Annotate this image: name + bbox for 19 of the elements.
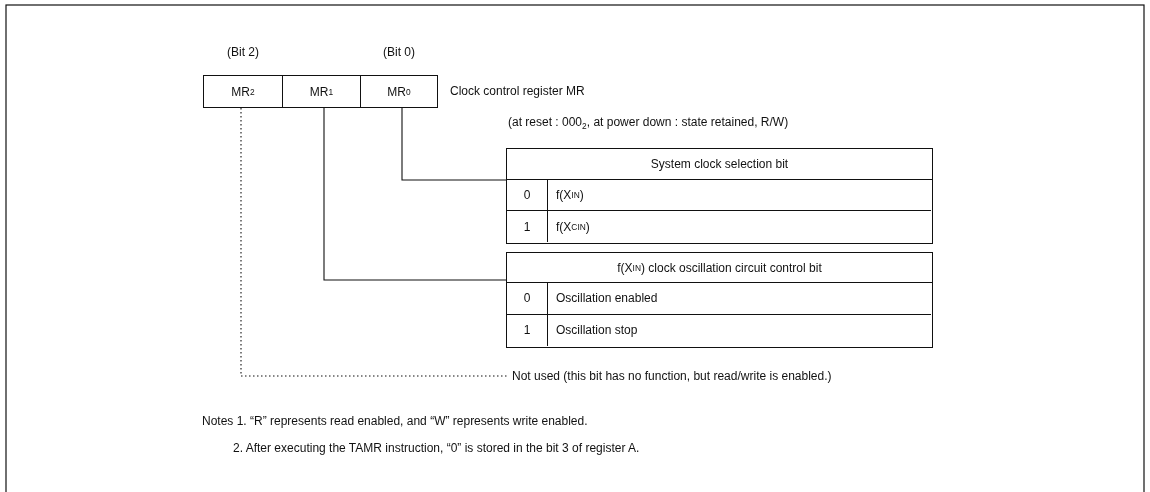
bit-number-label: (Bit 2) <box>226 45 260 59</box>
note-text: 2. After executing the TAMR instruction, “0” is stored in the bit 3 of register A. <box>233 441 640 455</box>
connector-line <box>323 107 507 281</box>
note-text: Not used (this bit has no function, but read/write is enabled.) <box>512 367 832 385</box>
description-cell-text: Oscillation stop <box>555 322 639 340</box>
bit-value-cell: 1 <box>507 211 548 242</box>
bit-value-cell: 0 <box>507 283 548 315</box>
register-title: Clock control register MR <box>450 84 585 98</box>
bit-table <box>506 148 933 244</box>
connector-line <box>401 107 507 181</box>
note-text: Notes 1. “R” represents read enabled, and “W” represents write enabled. <box>202 414 588 428</box>
bit-value-cell: 0 <box>507 180 548 211</box>
dotted-connector-line <box>240 107 509 377</box>
table-header-cell: System clock selection bit <box>507 149 932 180</box>
bit-value-cell: 1 <box>507 314 548 346</box>
reset-state-note: (at reset : 000$_{2}$, at power down : state retained, R/W) <box>508 115 789 131</box>
description-cell: Oscillation enabled <box>548 283 931 315</box>
bit-table <box>506 252 933 348</box>
bit-number-label: (Bit 0) <box>382 45 416 59</box>
